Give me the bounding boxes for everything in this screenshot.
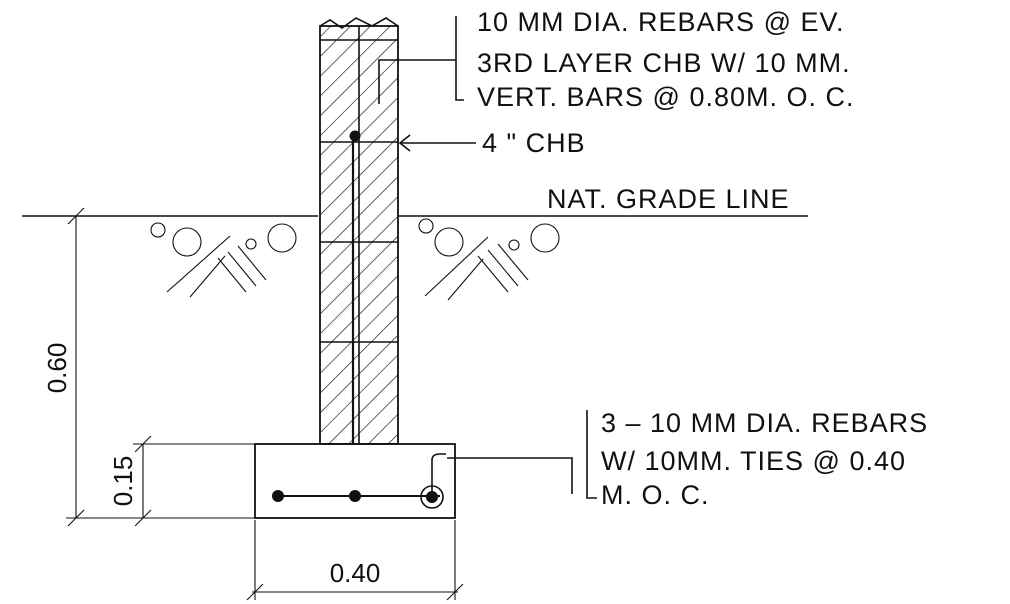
top-callout-leader (378, 16, 464, 104)
rebar-dot-center (349, 490, 361, 502)
footing-thickness-label: 0.15 (108, 456, 138, 507)
rebar-dot-right (426, 491, 438, 503)
footing-callout-leader (447, 410, 597, 499)
soil-symbol-right (418, 218, 560, 301)
chb-wall (319, 17, 399, 445)
footing (254, 443, 456, 519)
footing-callout-line-3: M. O. C. (601, 480, 710, 510)
soil-symbol-left (150, 222, 297, 298)
top-callout-line-1: 10 MM DIA. REBARS @ EV. (477, 7, 845, 37)
footing-callout-line-2: W/ 10MM. TIES @ 0.40 (601, 446, 906, 476)
depth-label: 0.60 (42, 343, 72, 394)
rebar-dot-left (272, 490, 284, 502)
footing-width-label: 0.40 (330, 558, 381, 588)
dimension-depth (66, 207, 255, 527)
top-callout-line-3: VERT. BARS @ 0.80M. O. C. (477, 82, 855, 112)
grade-line-label: NAT. GRADE LINE (547, 184, 790, 214)
dimension-footing-thickness (133, 435, 255, 527)
chb-label: 4 " CHB (482, 128, 586, 158)
dimension-footing-width (246, 520, 464, 601)
chb-leader (398, 134, 476, 152)
top-callout-line-2: 3RD LAYER CHB W/ 10 MM. (477, 48, 851, 78)
footing-callout-line-1: 3 – 10 MM DIA. REBARS (601, 408, 928, 438)
vertical-rebar (349, 130, 361, 495)
